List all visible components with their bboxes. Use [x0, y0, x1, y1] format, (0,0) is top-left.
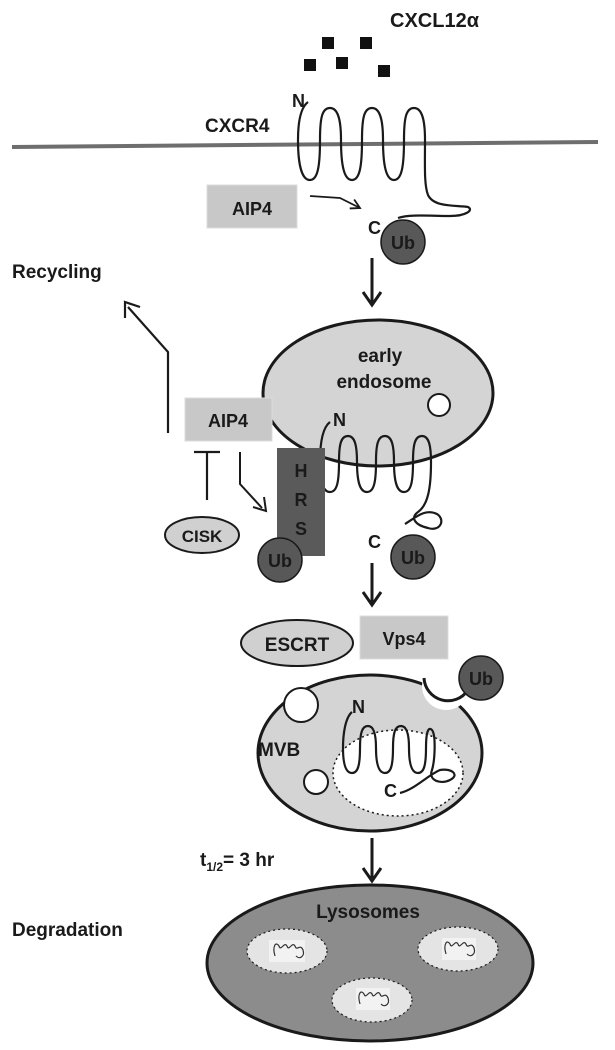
internalization-arrowhead [361, 291, 383, 308]
vps4-label: Vps4 [382, 629, 425, 649]
early-endosome-label-line1: early [358, 346, 403, 367]
ubiquitin-mvb-label: Ub [469, 669, 493, 689]
aip4-to-hrs-arrow [239, 452, 263, 509]
mvb-receptor-n-terminus: N [352, 697, 365, 717]
ubiquitin-hrs [257, 537, 303, 583]
ligand-molecule [378, 65, 390, 77]
aip4-box-surface [206, 184, 298, 229]
ligand-molecules [304, 37, 390, 77]
escrt-label: ESCRT [265, 635, 330, 656]
ubiquitin-endosome [390, 534, 436, 580]
recycling-label: Recycling [12, 262, 102, 283]
escrt [240, 619, 354, 667]
endosome-receptor-n-terminus: N [333, 410, 346, 430]
mvb-vesicle [303, 769, 329, 795]
ligand-molecule [360, 37, 372, 49]
aip4-box-endosome [184, 397, 273, 442]
ligand-molecule [336, 57, 348, 69]
vps4-box [359, 615, 449, 660]
early-endosome-label-line2: endosome [336, 372, 431, 393]
receptor-cxcr4-mvb [341, 711, 456, 795]
early-endosome [261, 318, 495, 468]
half-life-label: t1/2= 3 hr [200, 850, 275, 874]
recycling-arrowhead [123, 300, 141, 318]
hrs-letter-r: R [295, 490, 308, 510]
ligand-molecule [304, 59, 316, 71]
receptor-cxcr4-surface [296, 101, 472, 220]
endosome-to-mvb-arrowhead [361, 591, 383, 608]
cisk [164, 516, 240, 554]
ligand-molecule [322, 37, 334, 49]
mvb-vesicle [283, 687, 319, 723]
plasma-membrane [11, 140, 599, 149]
intraluminal-vesicle [332, 729, 464, 817]
mvb-receptor-c-terminus: C [384, 781, 397, 801]
endosome-receptor-c-terminus: C [368, 532, 381, 552]
mvb-budding-notch-edge [422, 677, 470, 703]
aip4-label-endosome: AIP4 [208, 411, 248, 431]
ligand-label: CXCL12α [390, 10, 480, 32]
mvb-label: MVB [258, 740, 300, 761]
mvb-to-lysosome-arrowhead [361, 867, 383, 884]
receptor-label: CXCR4 [205, 116, 270, 137]
receptor-c-terminus: C [368, 218, 381, 238]
degradation-label: Degradation [12, 920, 123, 941]
receptor-n-terminus: N [292, 91, 305, 111]
cisk-label: CISK [182, 527, 223, 546]
degraded-receptor-vesicle [331, 977, 413, 1023]
receptor-cxcr4-endosome [318, 421, 443, 530]
ubiquitin-mvb [458, 655, 504, 701]
aip4-to-hrs-arrowhead [252, 496, 268, 513]
degraded-receptor-vesicle [417, 926, 499, 972]
ubiquitin-surface [380, 219, 426, 265]
hrs-letter-h: H [295, 461, 308, 481]
recycling-arrow [127, 306, 170, 433]
ubiquitin-endosome-label: Ub [401, 548, 425, 568]
lysosome-label: Lysosomes [316, 902, 420, 923]
degraded-receptor-vesicle [246, 928, 328, 974]
ubiquitin-surface-label: Ub [391, 233, 415, 253]
aip4-label-surface: AIP4 [232, 199, 272, 219]
lysosome [205, 883, 535, 1043]
aip4-ubiquitination-arrow [309, 195, 362, 210]
ubiquitin-hrs-label: Ub [268, 551, 292, 571]
endosome-vesicle [427, 393, 451, 417]
hrs-letter-s: S [295, 519, 307, 539]
